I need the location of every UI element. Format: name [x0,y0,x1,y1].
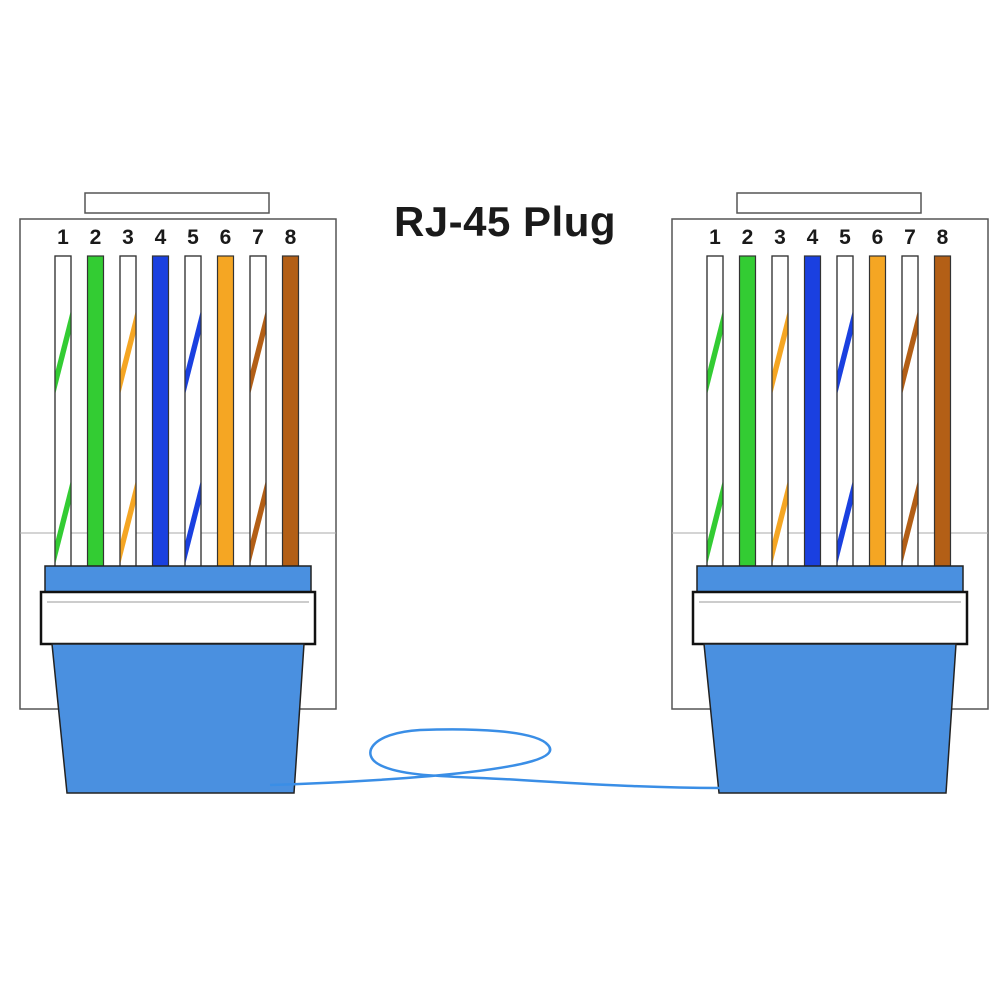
wire-pin-8: 8 [281,226,300,569]
pin-label: 4 [807,226,819,249]
plug-tab [84,192,270,214]
plug-boot [703,643,957,794]
pin-label: 8 [285,226,297,249]
wire-pin-5: 5 [184,226,202,569]
pin-label: 5 [187,226,199,249]
wire-pin-8: 8 [933,226,952,569]
pin-label: 1 [709,226,721,249]
wire-pin-2: 2 [86,226,105,569]
wire-stripe-segment [185,310,201,395]
pin-label: 8 [937,226,949,249]
pin-label: 5 [839,226,851,249]
pin-label: 3 [122,226,134,249]
pin-label: 2 [90,226,102,249]
wire-stripe-segment [902,480,918,565]
wire-pin-2: 2 [738,226,757,569]
wire-stripe-segment [707,310,723,395]
pin-label: 6 [872,226,884,249]
wire-stripe-segment [707,480,723,565]
strain-relief-bar [691,590,969,646]
wire-pin-5: 5 [836,226,854,569]
wire-pin-4: 4 [151,226,170,569]
plug-tab [736,192,922,214]
wire-pin-7: 7 [901,226,919,569]
wire-solid [281,255,300,569]
wire-stripe-segment [837,310,853,395]
strain-relief-bar [39,590,317,646]
pin-label: 3 [774,226,786,249]
wire-solid [216,255,235,569]
wire-solid [151,255,170,569]
wire-solid [738,255,757,569]
wire-pin-7: 7 [249,226,267,569]
wire-stripe-segment [55,480,71,565]
plug-boot [51,643,305,794]
wire-pin-6: 6 [868,226,887,569]
pin-label: 4 [155,226,167,249]
wire-pin-4: 4 [803,226,822,569]
wire-stripe-segment [120,480,136,565]
pin-label: 1 [57,226,69,249]
crimp-band [696,565,964,593]
pin-label: 2 [742,226,754,249]
wire-stripe-segment [250,310,266,395]
wire-solid [86,255,105,569]
wire-stripe-segment [772,480,788,565]
cable [269,728,721,790]
wire-stripe-segment [772,310,788,395]
wire-stripe-segment [120,310,136,395]
crimp-band [44,565,312,593]
wire-solid [933,255,952,569]
wire-solid [868,255,887,569]
wire-stripe-segment [55,310,71,395]
wire-stripe-segment [902,310,918,395]
wire-pin-3: 3 [119,226,137,569]
pin-label: 7 [904,226,916,249]
pin-label: 7 [252,226,264,249]
wire-solid [803,255,822,569]
diagram-title: RJ-45 Plug [393,198,617,245]
wire-pin-3: 3 [771,226,789,569]
wire-stripe-segment [837,480,853,565]
wire-pin-6: 6 [216,226,235,569]
wire-stripe-segment [185,480,201,565]
pin-label: 6 [220,226,232,249]
wire-pin-1: 1 [706,226,724,569]
wire-stripe-segment [250,480,266,565]
wire-pin-1: 1 [54,226,72,569]
